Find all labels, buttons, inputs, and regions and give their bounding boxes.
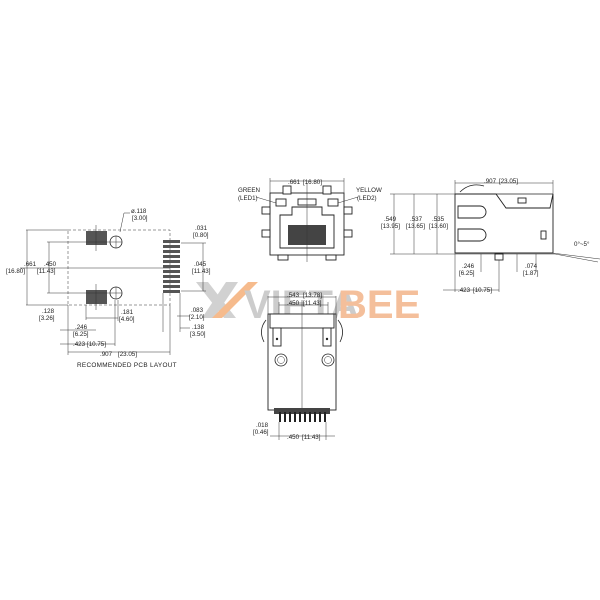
dim-hole-dia-mm: [3.00] [132, 215, 148, 222]
pcb-layout-view: ø.118 [3.00] .661 [16.80] .450 [11.43] .… [6, 208, 211, 369]
dim-width-in: .907 [100, 351, 113, 358]
dim-pin-span-in: .045 [194, 261, 207, 268]
side-074-mm: [1.87] [523, 270, 539, 277]
dim-height-mm: [16.80] [6, 268, 25, 275]
mount-post-right [321, 353, 335, 367]
dim-128-mm: [3.26] [39, 315, 55, 322]
pin-pad-array [163, 240, 180, 293]
bottom-543-in: .543 [287, 292, 300, 299]
side-423-in: .423 [458, 287, 471, 294]
dim-height-in: .661 [24, 261, 37, 268]
dim-246-in: .246 [75, 324, 88, 331]
led2-window [327, 198, 339, 207]
bottom-018-mm: [0.46] [253, 429, 269, 436]
dim-hole-dia-in: ø.118 [131, 208, 147, 215]
side-423-mm: [10.75] [473, 287, 492, 294]
side-h1-in: .549 [384, 216, 397, 223]
side-length-mm: [23.05] [499, 178, 518, 185]
led1-id-label: (LED1) [238, 195, 258, 202]
dim-181-in: .181 [121, 309, 134, 316]
dim-128-in: .128 [42, 308, 55, 315]
dim-hole-spacing-in: .450 [44, 261, 57, 268]
dim-pin-pitch-mm: [0.80] [193, 232, 209, 239]
dim-138-in: .138 [192, 324, 205, 331]
side-h2-in: .537 [410, 216, 423, 223]
dim-138-mm: [3.50] [190, 331, 206, 338]
dim-423-in: .423 [73, 341, 86, 348]
side-246-mm: [6.25] [459, 270, 475, 277]
front-width-in: .661 [288, 179, 301, 186]
bottom-450-mm: [11.43] [303, 300, 322, 307]
front-width-mm: [16.80] [303, 179, 322, 186]
pcb-layout-caption: RECOMMENDED PCB LAYOUT [77, 362, 177, 369]
side-h3-in: .535 [432, 216, 445, 223]
side-length-in: .907 [484, 178, 497, 185]
bottom-018-in: .018 [256, 422, 269, 429]
front-view: .661 [16.80] GREEN (LED1) YELLOW (LED2) [238, 178, 382, 262]
dim-hole-spacing-mm: [11.43] [37, 268, 56, 275]
side-h2-mm: [13.65] [406, 223, 425, 230]
bottom-543-mm: [13.78] [303, 292, 322, 299]
led2-id-label: (LED2) [357, 195, 377, 202]
bottom-pin-row [279, 412, 326, 422]
side-h3-mm: [13.60] [429, 223, 448, 230]
dim-083-in: .083 [191, 307, 204, 314]
dim-pin-pitch-in: .031 [195, 225, 208, 232]
dim-083-mm: [2.10] [189, 314, 205, 321]
pad-bottom [86, 290, 107, 304]
bottom-span-mm: [11.43] [302, 434, 321, 441]
side-view: .907 [23.05] .549 [13.95] .537 [13.65] .… [381, 178, 600, 294]
dim-181-mm: [4.60] [119, 316, 135, 323]
dim-423-mm: [10.75] [87, 341, 106, 348]
dim-246-mm: [6.25] [73, 331, 89, 338]
dim-width-mm: [23.05] [118, 351, 137, 358]
led1-color-label: GREEN [238, 187, 260, 194]
bottom-view: .543 [13.78] .450 [11.43] .018 [0.46] .4… [253, 292, 343, 441]
side-h1-mm: [13.95] [381, 223, 400, 230]
led2-color-label: YELLOW [356, 187, 382, 194]
led1-window [275, 198, 287, 207]
bottom-span-in: .450 [287, 434, 300, 441]
pad-top [86, 231, 107, 245]
dim-pin-span-mm: [11.43] [192, 268, 211, 275]
mount-post-left [274, 353, 288, 367]
side-246-in: .246 [462, 263, 475, 270]
watermark-text-right: BEE [338, 283, 420, 327]
bottom-450-in: .450 [287, 300, 300, 307]
side-074-in: .074 [525, 263, 538, 270]
side-angle: 0°~5° [574, 241, 590, 248]
